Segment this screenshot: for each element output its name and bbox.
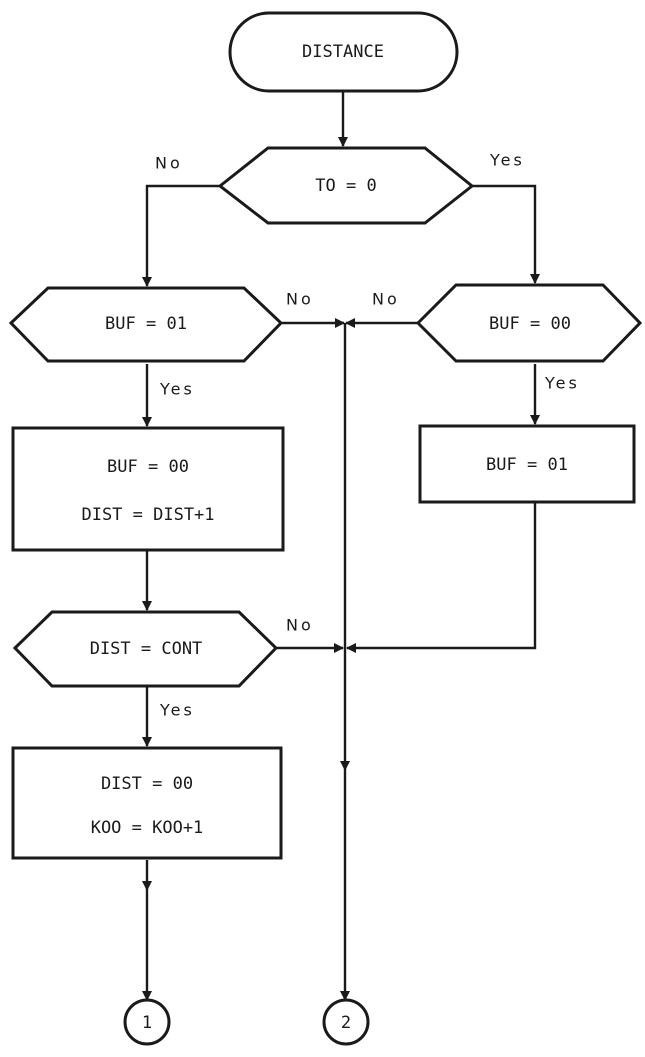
start-terminal: DISTANCE: [230, 13, 457, 91]
decision-to: TO = 0: [220, 148, 472, 223]
decision-buf00: BUF = 00: [418, 285, 640, 361]
connector-2: 2: [324, 1000, 368, 1044]
decision-buf01-label: BUF = 01: [105, 314, 187, 334]
process-box-right: BUF = 01: [420, 426, 634, 502]
connector-2-label: 2: [341, 1013, 351, 1033]
process-bottom-line2: KOO = KOO+1: [91, 818, 204, 838]
process-box-left: BUF = 00 DIST = DIST+1: [13, 428, 283, 550]
label-dist-yes: Yes: [159, 701, 195, 720]
decision-buf00-label: BUF = 00: [489, 314, 571, 334]
label-buf01-yes: Yes: [159, 380, 195, 399]
label-buf00-no: No: [372, 290, 400, 309]
line-to-no: [147, 186, 220, 286]
decision-to-label: TO = 0: [315, 176, 376, 196]
decision-buf01: BUF = 01: [11, 288, 281, 361]
process-right-label: BUF = 01: [486, 455, 568, 475]
line-to-yes: [472, 186, 535, 283]
process-box-bottom: DIST = 00 KOO = KOO+1: [13, 748, 281, 858]
label-to-no: No: [155, 154, 183, 173]
label-buf00-yes: Yes: [544, 374, 580, 393]
line-right-merge: [347, 503, 535, 648]
connector-1-label: 1: [142, 1013, 152, 1033]
label-buf01-no: No: [286, 290, 314, 309]
connector-1: 1: [125, 1000, 169, 1044]
label-to-yes: Yes: [489, 151, 525, 170]
process-bottom-line1: DIST = 00: [101, 774, 193, 794]
process-left-line2: DIST = DIST+1: [81, 505, 214, 525]
label-dist-no: No: [286, 616, 314, 635]
start-label: DISTANCE: [302, 42, 384, 62]
decision-dist: DIST = CONT: [15, 612, 276, 686]
decision-dist-label: DIST = CONT: [90, 639, 203, 659]
process-left-line1: BUF = 00: [107, 457, 189, 477]
